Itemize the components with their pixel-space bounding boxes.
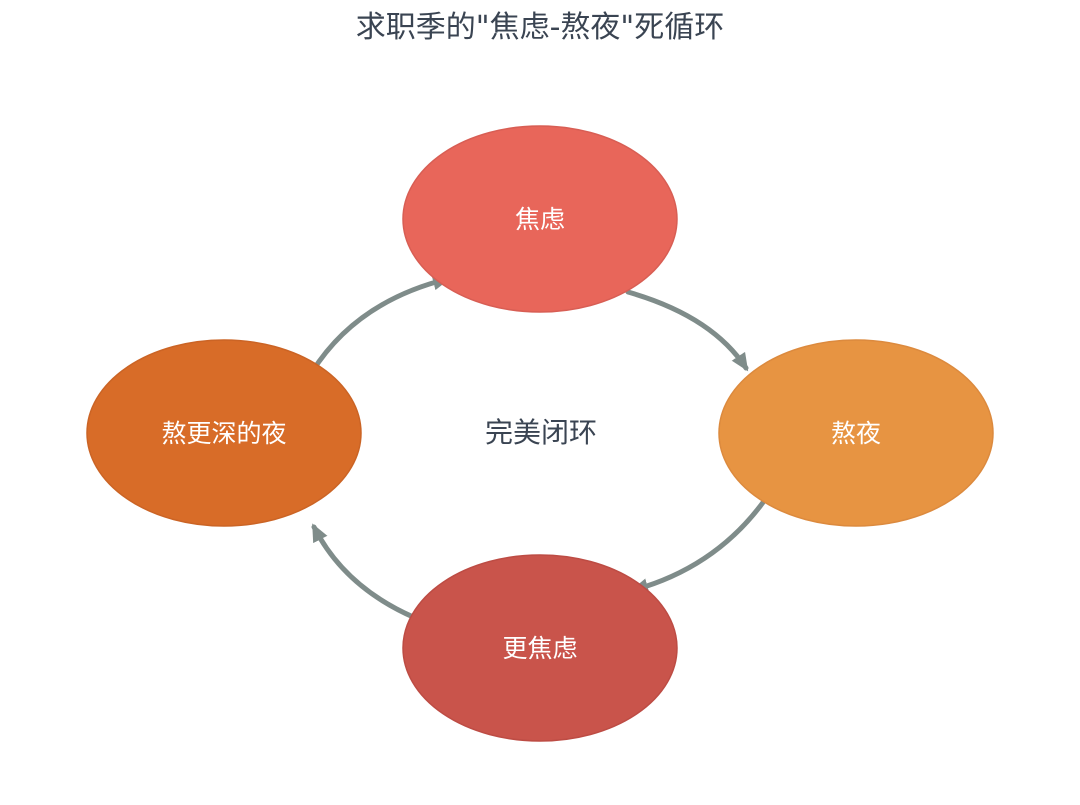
node-shape-stay-up-later xyxy=(86,339,362,527)
node-anxiety: 焦虑 xyxy=(402,125,678,313)
diagram-title: 求职季的"焦虑-熬夜"死循环 xyxy=(356,10,724,45)
node-label-more-anxiety: 更焦虑 xyxy=(502,634,577,663)
center-label: 完美闭环 xyxy=(485,416,597,449)
arrow-anxiety-to-stay-up xyxy=(625,289,749,372)
node-label-stay-up-later: 熬更深的夜 xyxy=(161,419,286,448)
node-shape-anxiety xyxy=(402,125,678,313)
node-shape-stay-up xyxy=(718,339,994,527)
node-label-anxiety: 焦虑 xyxy=(515,205,565,234)
arrow-stay-up-to-more-anxiety xyxy=(630,491,772,594)
node-shape-more-anxiety xyxy=(402,554,678,742)
node-more-anxiety: 更焦虑 xyxy=(402,554,678,742)
node-stay-up-later: 熬更深的夜 xyxy=(86,339,362,527)
arrow-stay-up-later-to-anxiety xyxy=(309,274,451,375)
node-stay-up: 熬夜 xyxy=(718,339,994,527)
node-label-stay-up: 熬夜 xyxy=(831,419,881,448)
